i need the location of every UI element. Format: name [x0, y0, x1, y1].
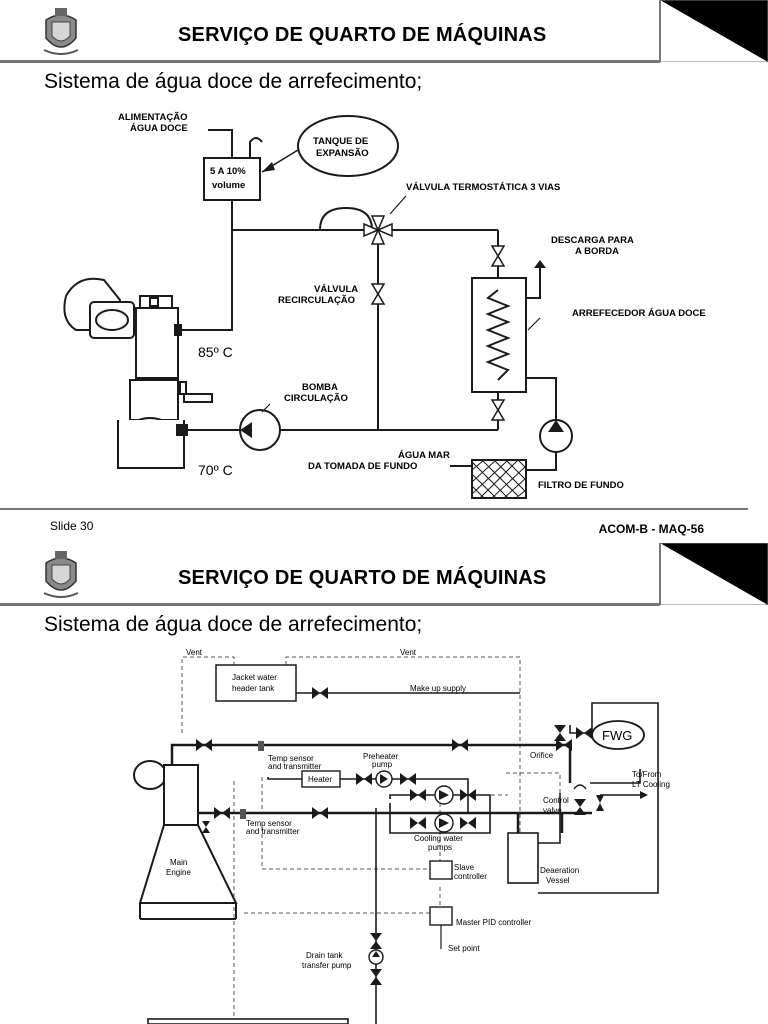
corner-triangle	[660, 0, 768, 62]
label-master-pid: Master PID controller	[456, 918, 531, 927]
label-header-tank-2: header tank	[232, 684, 275, 693]
label-volume-2: volume	[212, 180, 245, 191]
label-preheater-1: Preheater	[363, 752, 398, 761]
label-descarga-1: DESCARGA PARA	[551, 235, 634, 246]
main-engine-illustration	[133, 760, 238, 920]
header-title: SERVIÇO DE QUARTO DE MÁQUINAS	[178, 567, 547, 589]
course-code: ACOM-B - MAQ-56	[598, 522, 704, 536]
label-volume-1: 5 A 10%	[210, 166, 246, 177]
label-temp-low: 70º C	[198, 462, 233, 478]
footer-rule	[0, 508, 748, 510]
label-alimentacao-2: ÁGUA DOCE	[130, 123, 188, 134]
subtitle: Sistema de água doce de arrefecimento;	[44, 613, 423, 636]
label-to-from-1: To/From	[632, 770, 662, 779]
label-temp-sensor-2a: Temp sensor	[246, 819, 292, 828]
label-bomba-1: BOMBA	[302, 382, 338, 393]
label-temp-sensor-1a: Temp sensor	[268, 754, 314, 763]
header-rule	[0, 60, 660, 63]
slide-number: Slide 30	[50, 519, 94, 533]
label-temp-sensor-1b: and transmitter	[268, 762, 322, 771]
label-control-valve-2: valve	[543, 806, 562, 815]
label-slave-2: controller	[454, 872, 487, 881]
label-vent-1: Vent	[186, 648, 203, 657]
label-deaeration-2: Vessel	[546, 876, 570, 885]
navy-crest-icon	[43, 8, 79, 55]
label-alimentacao-1: ALIMENTAÇÃO	[118, 112, 187, 123]
header-title: SERVIÇO DE QUARTO DE MÁQUINAS	[178, 24, 547, 46]
label-control-valve-1: Control	[543, 796, 569, 805]
engine-illustration	[63, 277, 213, 469]
label-temp-sensor-2b: and transmitter	[246, 827, 300, 836]
label-preheater-2: pump	[372, 760, 393, 769]
label-main-engine-1: Main	[170, 858, 187, 867]
label-recirc-1: VÁLVULA	[314, 284, 358, 295]
label-heater: Heater	[308, 775, 332, 784]
label-bomba-2: CIRCULAÇÃO	[284, 393, 348, 404]
label-fwg: FWG	[602, 728, 632, 743]
label-filtro: FILTRO DE FUNDO	[538, 480, 624, 491]
label-drain-pump-2: transfer pump	[302, 961, 352, 970]
label-cooling-pumps-2: pumps	[428, 843, 452, 852]
label-to-from-2: LT Cooling	[632, 780, 670, 789]
slide-31: SERVIÇO DE QUARTO DE MÁQUINAS Sistema de…	[0, 543, 768, 1024]
label-main-engine-2: Engine	[166, 868, 191, 877]
label-temp-high: 85º C	[198, 344, 233, 360]
label-slave-1: Slave	[454, 863, 475, 872]
label-arrefecedor: ARREFECEDOR ÁGUA DOCE	[572, 308, 706, 319]
navy-crest-icon	[43, 551, 79, 598]
label-make-up: Make up supply	[410, 684, 466, 693]
label-cooling-pumps-1: Cooling water	[414, 834, 463, 843]
label-valvula-termo: VÁLVULA TERMOSTÁTICA 3 VIAS	[406, 182, 560, 193]
header-rule	[0, 603, 660, 606]
label-drain-pump-1: Drain tank	[306, 951, 343, 960]
label-deaeration-1: Deaeration	[540, 866, 579, 875]
cooling-diagram-2: Vent Vent Jacket water header tank Make …	[133, 648, 670, 1024]
subtitle: Sistema de água doce de arrefecimento;	[44, 70, 423, 93]
corner-triangle	[660, 543, 768, 605]
label-tanque-1: TANQUE DE	[313, 136, 368, 147]
label-agua-mar-1: ÁGUA MAR	[398, 450, 450, 461]
cooling-diagram-1: ALIMENTAÇÃO ÁGUA DOCE TANQUE DE EXPANSÃO…	[63, 112, 706, 499]
label-orifice: Orifice	[530, 751, 554, 760]
label-vent-2: Vent	[400, 648, 417, 657]
label-agua-mar-2: DA TOMADA DE FUNDO	[308, 461, 417, 472]
label-tanque-2: EXPANSÃO	[316, 148, 369, 159]
label-set-point: Set point	[448, 944, 480, 953]
slide-30: SERVIÇO DE QUARTO DE MÁQUINAS Sistema de…	[0, 0, 768, 536]
label-header-tank-1: Jacket water	[232, 673, 277, 682]
label-recirc-2: RECIRCULAÇÃO	[278, 295, 355, 306]
label-descarga-2: A BORDA	[575, 246, 619, 257]
